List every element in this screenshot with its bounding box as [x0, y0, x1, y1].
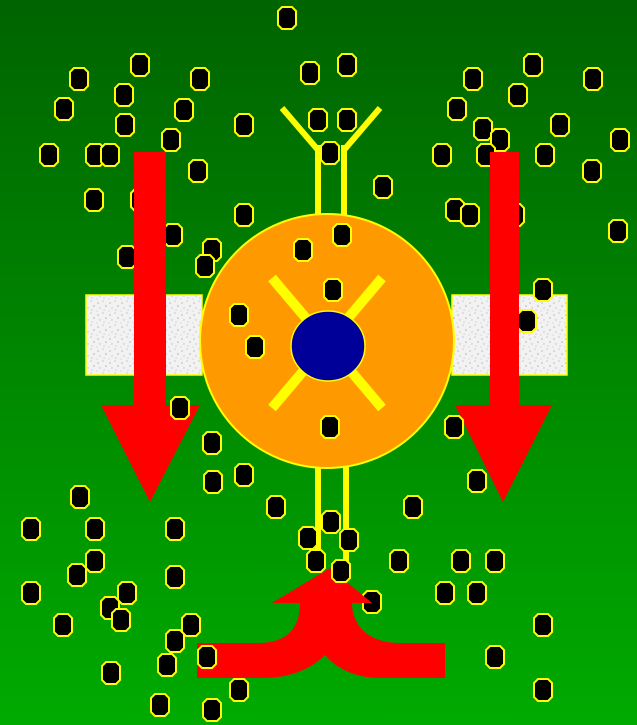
ligand-particle	[203, 699, 221, 721]
ligand-particle	[71, 486, 89, 508]
nucleus	[291, 311, 365, 381]
ligand-particle	[171, 397, 189, 419]
ligand-particle	[54, 614, 72, 636]
ligand-particle	[70, 68, 88, 90]
ligand-particle	[518, 310, 536, 332]
ligand-particle	[524, 54, 542, 76]
ligand-particle	[324, 279, 342, 301]
ligand-particle	[584, 68, 602, 90]
ligand-particle	[509, 84, 527, 106]
ligand-particle	[118, 246, 136, 268]
ligand-particle	[468, 582, 486, 604]
ligand-particle	[68, 564, 86, 586]
ligand-particle	[340, 529, 358, 551]
ligand-particle	[189, 160, 207, 182]
ligand-particle	[116, 114, 134, 136]
ligand-particle	[374, 176, 392, 198]
ligand-particle	[22, 582, 40, 604]
ligand-particle	[433, 144, 451, 166]
ligand-particle	[338, 54, 356, 76]
ligand-particle	[115, 84, 133, 106]
ligand-particle	[191, 68, 209, 90]
ligand-particle	[536, 144, 554, 166]
ligand-particle	[321, 142, 339, 164]
ligand-particle	[235, 464, 253, 486]
ligand-particle	[611, 129, 629, 151]
ligand-particle	[22, 518, 40, 540]
ligand-particle	[445, 416, 463, 438]
ligand-particle	[235, 114, 253, 136]
ligand-particle	[294, 239, 312, 261]
ligand-particle	[164, 224, 182, 246]
ligand-particle	[55, 98, 73, 120]
ligand-particle	[474, 118, 492, 140]
ligand-particle	[278, 7, 296, 29]
ligand-particle	[390, 550, 408, 572]
ligand-particle	[307, 550, 325, 572]
ligand-particle	[338, 109, 356, 131]
ligand-particle	[235, 204, 253, 226]
ligand-particle	[166, 630, 184, 652]
ligand-particle	[166, 518, 184, 540]
ligand-particle	[332, 560, 350, 582]
ligand-particle	[461, 204, 479, 226]
ligand-particle	[309, 109, 327, 131]
ligand-particle	[583, 160, 601, 182]
ligand-particle	[299, 527, 317, 549]
ligand-particle	[486, 550, 504, 572]
ligand-particle	[333, 224, 351, 246]
ligand-particle	[246, 336, 264, 358]
ligand-particle	[534, 279, 552, 301]
ligand-particle	[551, 114, 569, 136]
ligand-particle	[322, 511, 340, 533]
ligand-particle	[609, 220, 627, 242]
ligand-particle	[204, 471, 222, 493]
ligand-particle	[198, 646, 216, 668]
ligand-particle	[452, 550, 470, 572]
ligand-particle	[534, 614, 552, 636]
ligand-particle	[468, 470, 486, 492]
ligand-particle	[118, 582, 136, 604]
ligand-particle	[112, 609, 130, 631]
ligand-particle	[101, 144, 119, 166]
ligand-particle	[464, 68, 482, 90]
ligand-particle	[230, 679, 248, 701]
ligand-particle	[301, 62, 319, 84]
ligand-particle	[267, 496, 285, 518]
ligand-particle	[166, 566, 184, 588]
ligand-particle	[86, 550, 104, 572]
ligand-particle	[86, 518, 104, 540]
ligand-particle	[404, 496, 422, 518]
ligand-particle	[151, 694, 169, 716]
ligand-particle	[175, 99, 193, 121]
ligand-particle	[182, 614, 200, 636]
ligand-particle	[203, 432, 221, 454]
ligand-particle	[158, 654, 176, 676]
ligand-particle	[486, 646, 504, 668]
ligand-particle	[85, 189, 103, 211]
ligand-particle	[230, 304, 248, 326]
ligand-particle	[534, 679, 552, 701]
ligand-particle	[196, 255, 214, 277]
ligand-particle	[162, 129, 180, 151]
ligand-particle	[102, 662, 120, 684]
ligand-particle	[40, 144, 58, 166]
ligand-particle	[131, 54, 149, 76]
ligand-particle	[321, 416, 339, 438]
ligand-particle	[448, 98, 466, 120]
ligand-particle	[436, 582, 454, 604]
